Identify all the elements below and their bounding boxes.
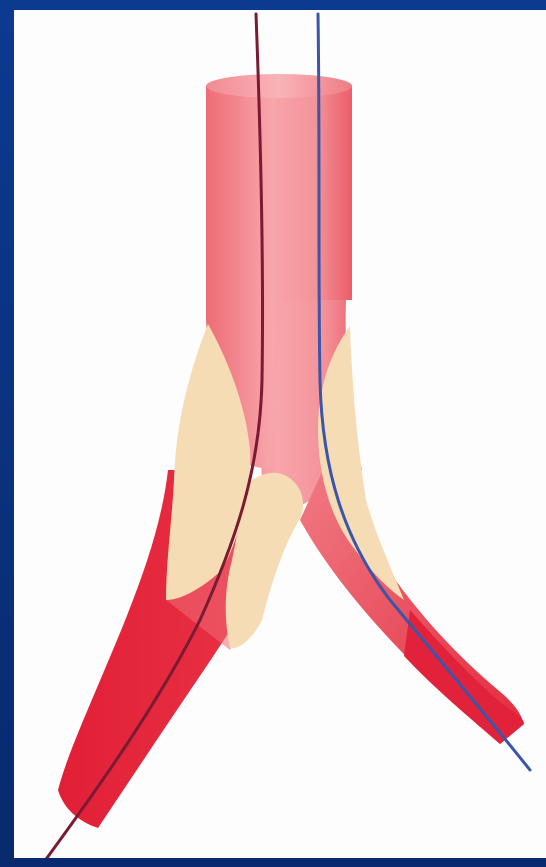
trunk-opening <box>206 74 352 98</box>
bifurcation-diagram <box>14 10 546 858</box>
diagram-panel <box>14 10 546 858</box>
